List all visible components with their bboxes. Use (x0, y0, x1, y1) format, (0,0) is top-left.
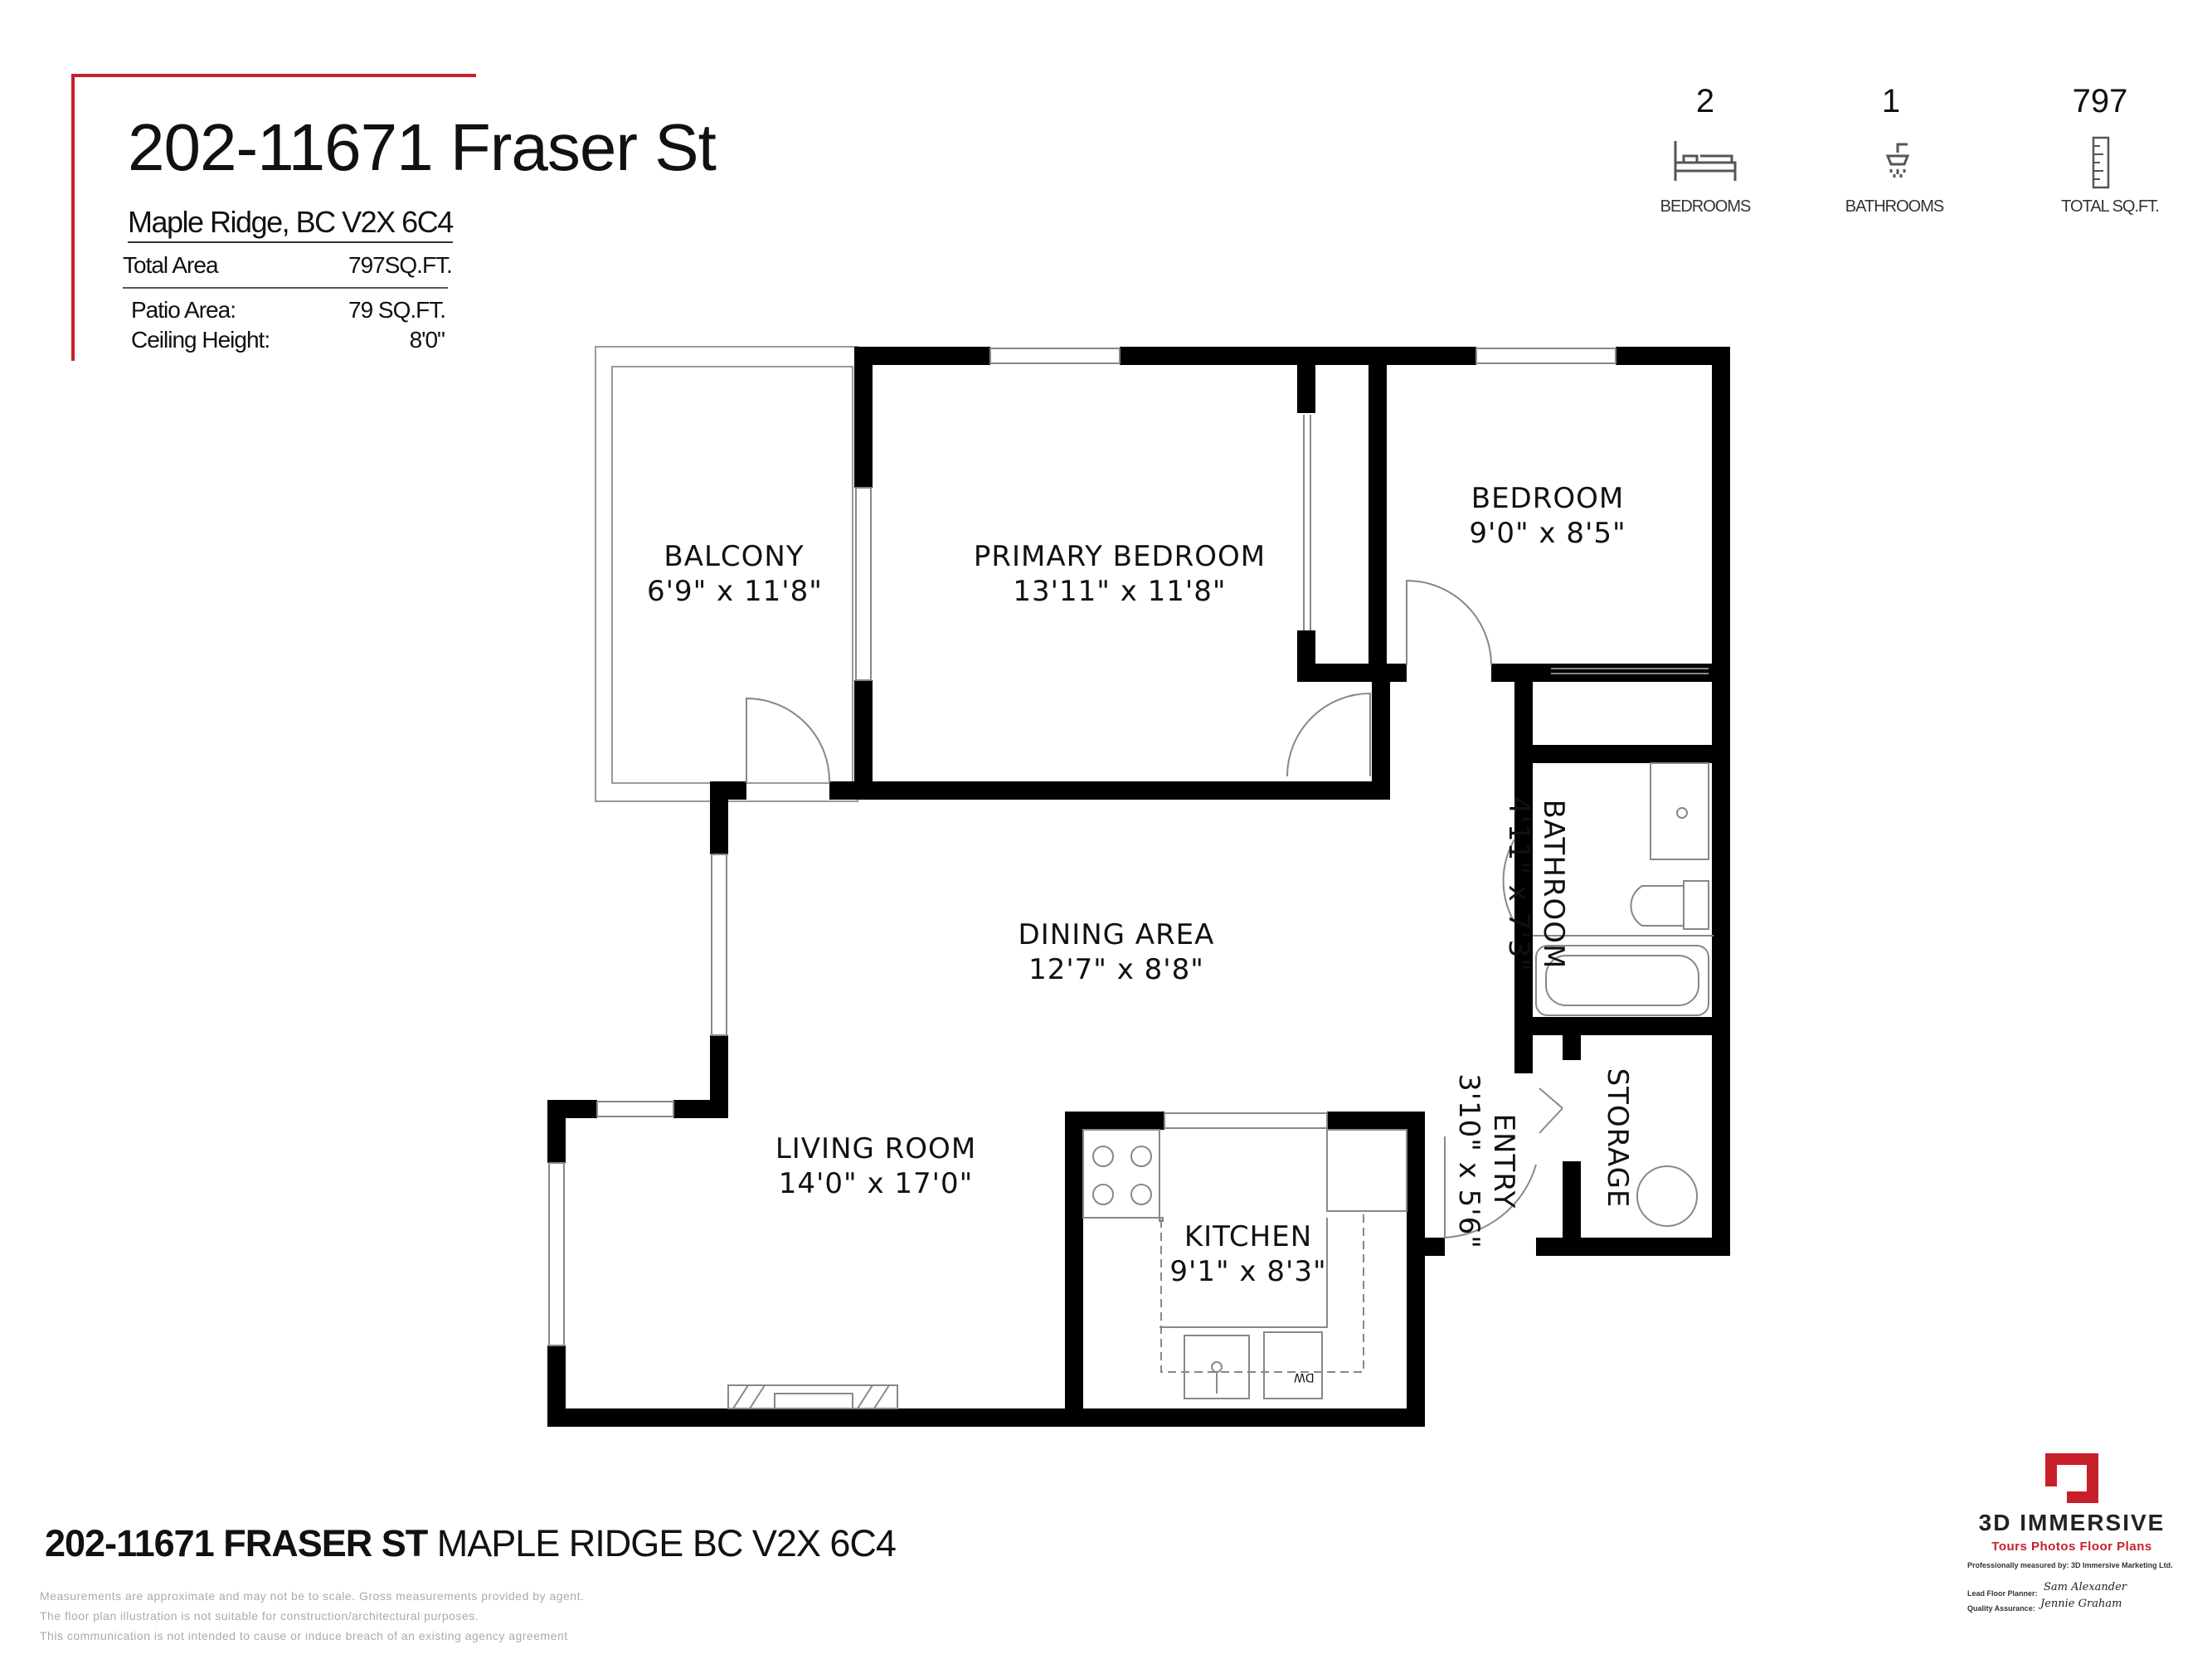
total-area-value: 797SQ.FT. (348, 252, 453, 278)
header-accent-line-top (71, 74, 476, 77)
balcony-dimensions: 6'9" x 11'8" (647, 575, 823, 608)
living-room-name: LIVING ROOM (775, 1132, 977, 1165)
ceiling-height-label: Ceiling Height: (131, 327, 270, 353)
primary-bedroom-dimensions: 13'11" x 11'8" (1013, 575, 1227, 608)
room-primary-bedroom: PRIMARY BEDROOM 13'11" x 11'8" (954, 539, 1286, 609)
room-living-room: LIVING ROOM 14'0" x 17'0" (751, 1131, 1000, 1201)
bed-icon (1674, 141, 1737, 181)
exterior-walls (547, 347, 1730, 1427)
patio-area-label: Patio Area: (131, 297, 236, 323)
bathrooms-count: 1 (1881, 83, 1901, 119)
room-entry: ENTRY 3'10" x 5'6" (1451, 1062, 1521, 1261)
quality-assurance-signature: Jennie Graham (2040, 1598, 2122, 1610)
ruler-icon (2092, 136, 2110, 189)
balcony-name: BALCONY (664, 540, 805, 573)
bedrooms-label: BEDROOMS (1660, 197, 1752, 216)
footer-title: 202-11671 FRASER ST MAPLE RIDGE BC V2X 6… (45, 1522, 897, 1565)
header-accent-line-left (71, 74, 75, 361)
storage-fixtures (1636, 1165, 1698, 1227)
company-tagline: Tours Photos Floor Plans (1991, 1540, 2152, 1554)
company-name: 3D IMMERSIVE (1978, 1510, 2166, 1535)
quality-assurance-label: Quality Assurance: (1967, 1604, 2035, 1613)
area-divider (123, 287, 448, 289)
room-balcony: BALCONY 6'9" x 11'8" (647, 539, 823, 609)
room-kitchen: KITCHEN 9'1" x 8'3" (1145, 1219, 1352, 1289)
primary-bedroom-name: PRIMARY BEDROOM (973, 540, 1266, 573)
patio-area-value: 79 SQ.FT. (348, 297, 446, 323)
disclaimer-line-3: This communication is not intended to ca… (40, 1629, 568, 1642)
footer-title-rest: MAPLE RIDGE BC V2X 6C4 (427, 1522, 897, 1564)
total-sqft-label: TOTAL SQ.FT. (2061, 197, 2160, 216)
total-sqft-value: 797 (2072, 83, 2128, 119)
listing-title: 202-11671 Fraser St (128, 110, 717, 184)
dining-area-name: DINING AREA (1018, 918, 1215, 951)
bedrooms-count: 2 (1695, 83, 1715, 119)
dishwasher-label: DW (1294, 1370, 1315, 1384)
ceiling-height-value: 8'0" (409, 327, 445, 353)
entry-dimensions: 3'10" x 5'6" (1452, 1073, 1485, 1249)
measured-by-credit: Professionally measured by: 3D Immersive… (1967, 1561, 2173, 1569)
room-bedroom: BEDROOM 9'0" x 8'5" (1432, 481, 1664, 551)
listing-address: Maple Ridge, BC V2X 6C4 (128, 205, 454, 243)
storage-name: STORAGE (1601, 1068, 1634, 1209)
bathroom-name: BATHROOM (1537, 799, 1570, 970)
kitchen-fixtures (1082, 1129, 1407, 1399)
room-dining-area: DINING AREA 12'7" x 8'8" (992, 917, 1241, 987)
living-room-dimensions: 14'0" x 17'0" (778, 1167, 974, 1200)
doors (746, 415, 1709, 1239)
lead-planner-label: Lead Floor Planner: (1967, 1589, 2038, 1598)
bathroom-fixtures (1533, 762, 1714, 1016)
disclaimer-line-2: The floor plan illustration is not suita… (40, 1609, 479, 1623)
kitchen-name: KITCHEN (1184, 1220, 1313, 1253)
bathrooms-label: BATHROOMS (1845, 197, 1944, 216)
footer-title-bold: 202-11671 FRASER ST (45, 1522, 428, 1564)
dining-area-dimensions: 12'7" x 8'8" (1028, 953, 1204, 986)
windows (548, 348, 1616, 1346)
company-logo-icon (2045, 1453, 2098, 1503)
room-bathroom: BATHROOM 4'11" x 7'3" (1501, 776, 1571, 992)
entry-name: ENTRY (1487, 1113, 1520, 1209)
fireplace (727, 1384, 898, 1409)
bedroom-name: BEDROOM (1471, 482, 1625, 515)
room-storage: STORAGE (1600, 1055, 1635, 1221)
shower-icon (1885, 143, 1910, 178)
bedroom-dimensions: 9'0" x 8'5" (1469, 517, 1626, 550)
lead-planner-signature: Sam Alexander (2044, 1581, 2127, 1593)
bathroom-dimensions: 4'11" x 7'3" (1502, 796, 1535, 972)
kitchen-dimensions: 9'1" x 8'3" (1169, 1255, 1327, 1288)
total-area-label: Total Area (123, 252, 219, 278)
disclaimer-line-1: Measurements are approximate and may not… (40, 1589, 585, 1603)
